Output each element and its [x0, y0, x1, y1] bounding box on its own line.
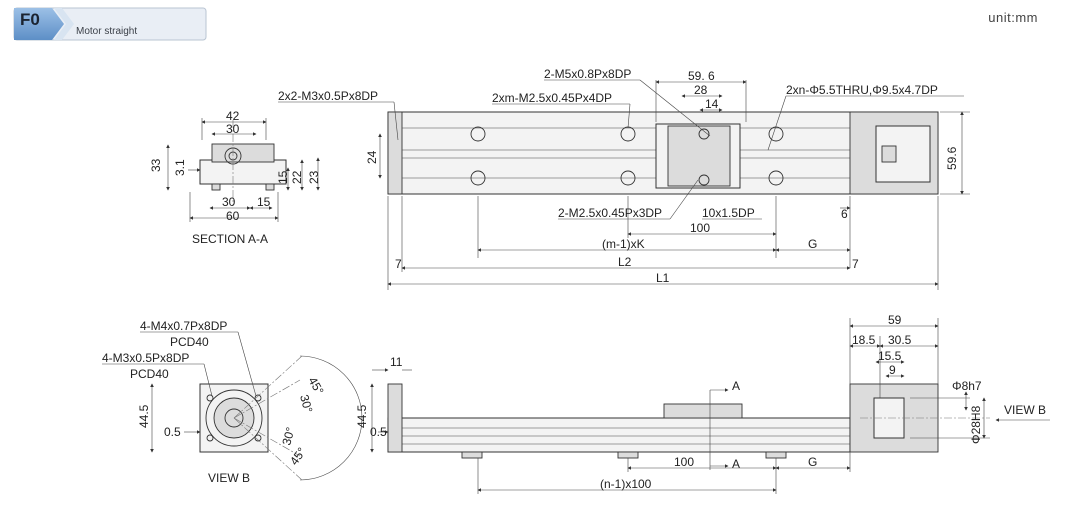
side-foot-1 [461, 451, 483, 459]
dim-42: 42 [226, 109, 240, 123]
dim-100-top: 100 [690, 221, 710, 235]
angle-45-bottom: 45° [287, 445, 309, 468]
model-code: F0 [20, 10, 40, 29]
badge-shape [13, 7, 207, 41]
section-a-a: 42 30 33 3.1 15 22 23 30 15 60 SECTION A… [149, 109, 321, 246]
callout-4-m4: 4-M4x0.7Px8DP [140, 319, 227, 333]
dim-g-top: G [808, 237, 817, 251]
side-end-plate [387, 383, 403, 453]
dim-6: 6 [841, 207, 848, 221]
dim-n1-100: (n-1)x100 [600, 477, 652, 491]
dim-30-bottom: 30 [222, 195, 236, 209]
mount-hole-1 [470, 126, 486, 142]
dim-14: 14 [705, 97, 719, 111]
dim-59-6-right: 59.6 [945, 146, 959, 170]
dim-7-right: 7 [852, 257, 859, 271]
dim-28: 28 [694, 83, 708, 97]
dim-l1: L1 [656, 271, 670, 285]
model-label: Motor straight [76, 26, 138, 37]
section-body [199, 159, 287, 185]
dim-100-side: 100 [674, 455, 694, 469]
dim-15-5: 15.5 [878, 349, 902, 363]
callout-10x1-5dp: 10x1.5DP [702, 206, 755, 220]
dim-m1-k: (m-1)xK [602, 237, 645, 251]
dim-l2: L2 [618, 255, 632, 269]
view-b-left: 4-M4x0.7Px8DP PCD40 4-M3x0.5Px8DP PCD40 … [102, 319, 363, 485]
dim-33: 33 [149, 158, 163, 172]
dim-0-5-side: 0.5 [370, 425, 387, 439]
dim-23: 23 [307, 170, 321, 184]
mount-hole-5 [768, 126, 784, 142]
dim-15-side: 15 [276, 170, 290, 184]
unit-label: unit:mm [988, 10, 1038, 25]
mount-hole-2 [470, 170, 486, 186]
callout-2-m25-3dp: 2-M2.5x0.45Px3DP [558, 206, 662, 220]
view-b-title: VIEW B [208, 471, 250, 485]
dim-44-5-left: 44.5 [137, 404, 151, 428]
section-foot-right [265, 183, 275, 191]
model-badge: F0 Motor straight [12, 6, 208, 42]
side-foot-2 [617, 451, 639, 459]
slider-hole-top [698, 128, 710, 140]
callout-2-m5: 2-M5x0.8Px8DP [544, 67, 631, 81]
mount-hole-6 [768, 170, 784, 186]
dim-3-1: 3.1 [173, 159, 187, 176]
dim-30-top: 30 [226, 122, 240, 136]
dim-phi28h8: Φ28H8 [969, 405, 983, 444]
shaft-bore [224, 408, 244, 428]
bolt-hole-3 [206, 434, 214, 442]
section-foot-left [211, 183, 221, 191]
dim-0-5-left: 0.5 [164, 425, 181, 439]
top-view: 2x2-M3x0.5Px8DP 2-M5x0.8Px8DP 2xm-M2.5x0… [278, 67, 970, 290]
mount-hole-4 [620, 170, 636, 186]
callout-4-m3: 4-M3x0.5Px8DP [102, 351, 189, 365]
pcd40-b: PCD40 [130, 367, 169, 381]
bolt-hole-1 [206, 394, 214, 402]
bolt-hole-2 [254, 394, 262, 402]
dim-9: 9 [889, 363, 896, 377]
dim-18-5: 18.5 [852, 333, 876, 347]
section-title: SECTION A-A [192, 232, 268, 246]
callout-2x2-m3: 2x2-M3x0.5Px8DP [278, 89, 378, 103]
dim-g-side: G [808, 455, 817, 469]
dim-11: 11 [390, 355, 403, 369]
dim-60: 60 [226, 209, 240, 223]
dim-59: 59 [888, 313, 902, 327]
dim-24: 24 [365, 150, 379, 164]
dim-30-5: 30.5 [888, 333, 912, 347]
top-coupling [881, 145, 897, 163]
dim-phi8h7: Φ8h7 [952, 379, 982, 393]
side-slider [663, 403, 743, 419]
bolt-hole-4 [254, 434, 262, 442]
pcd-circle [205, 389, 263, 447]
pcd40-a: PCD40 [170, 335, 209, 349]
callout-2xn-thru: 2xn-Φ5.5THRU,Φ9.5x4.7DP [786, 83, 938, 97]
callout-2xm-m25: 2xm-M2.5x0.45Px4DP [492, 91, 612, 105]
section-arrow-a-top: A [732, 379, 740, 393]
section-slider [211, 143, 275, 163]
dim-44-5-side: 44.5 [355, 404, 369, 428]
angle-30-top: 30° [297, 393, 315, 414]
side-foot-3 [765, 451, 787, 459]
side-body [387, 417, 851, 453]
side-view: 11 44.5 0.5 A A 100 G (n-1)x100 59 18.5 … [355, 313, 1050, 494]
angle-30-bottom: 30° [279, 425, 297, 446]
section-arrow-a-bottom: A [732, 457, 740, 471]
slider-hole-bottom [698, 174, 710, 186]
angle-arc [299, 355, 363, 481]
dim-7-left: 7 [395, 257, 402, 271]
dim-22: 22 [290, 170, 304, 184]
dim-59-6-top: 59. 6 [688, 69, 715, 83]
top-end-plate-left [387, 111, 403, 195]
dim-15-bottom: 15 [257, 195, 271, 209]
view-b-side-label: VIEW B [1004, 403, 1046, 417]
